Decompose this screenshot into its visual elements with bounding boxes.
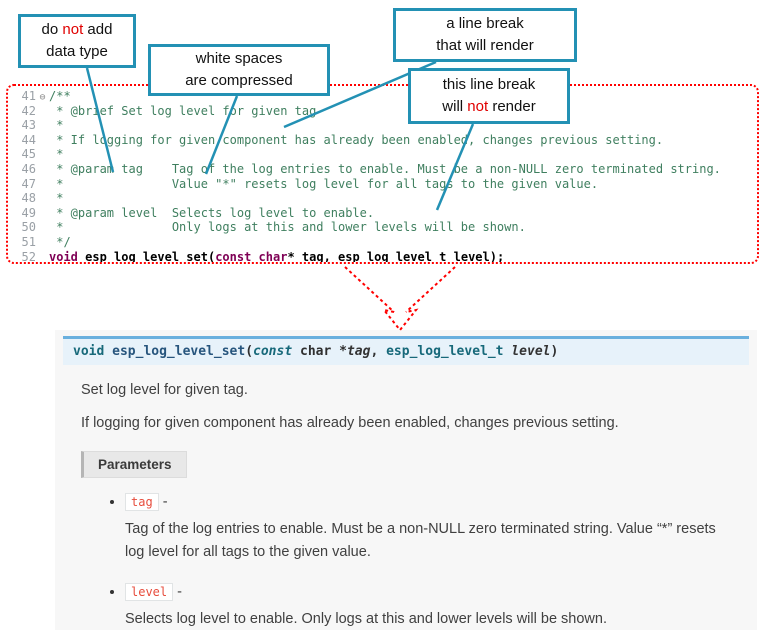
line-number: 47 [21,176,36,191]
brief-text: Set log level for given tag. [81,382,248,398]
code-text: * [49,118,64,133]
param-item: level - Selects log level to enable. Only… [125,583,757,631]
function-signature: void esp_log_level_set(const char *tag, … [63,336,749,365]
code-text: * @param tag Tag of the log entries to e… [49,161,721,176]
params-list: tag - Tag of the log entries to enable. M… [107,493,757,632]
code-text: */ [49,234,71,249]
code-text: * Only logs at this and lower levels wil… [49,220,526,235]
code-line: 41⊖/** [14,89,757,104]
code-line: 42 * @brief Set log level for given tag [14,104,757,119]
code-line: 48 * [14,191,757,206]
line-number: 43 [21,118,36,133]
down-arrow [344,266,456,332]
param-separator: - [173,584,182,601]
line-number: 52 [21,249,36,264]
line-number: 41 [21,89,36,103]
param-description: Tag of the log entries to enable. Must b… [125,521,716,561]
line-number: 46 [21,161,36,176]
code-text: * @param level Selects log level to enab… [49,205,375,220]
fold-marker-icon[interactable]: ⊖ [39,92,46,103]
code-lines: 41⊖/**42 * @brief Set log level for give… [14,89,757,264]
param-item: tag - Tag of the log entries to enable. M… [125,493,757,564]
param-name-chip: level [125,583,174,602]
code-text: void esp_log_level_set(const char* tag, … [49,249,505,264]
param-separator: - [158,494,168,510]
code-editor-snippet: 41⊖/**42 * @brief Set log level for give… [6,84,759,264]
code-line: 44 * If logging for given component has … [14,133,757,148]
code-text: * Value "*" resets log level for all tag… [49,176,599,191]
parameters-label: Parameters [81,451,187,478]
code-line: 52 void esp_log_level_set(const char* tag… [14,249,757,264]
line-number: 44 [21,132,36,147]
line-number: 48 [21,191,36,206]
code-line: 49 * @param level Selects log level to e… [14,206,757,221]
code-line: 47 * Value "*" resets log level for all … [14,177,757,192]
param-description: Selects log level to enable. Only logs a… [125,611,607,628]
code-text: * [49,147,64,162]
code-text: /** [49,89,71,103]
code-text: * [49,191,64,206]
line-number: 49 [21,205,36,220]
description-text: If logging for given component has alrea… [81,415,619,431]
param-name-chip: tag [125,493,159,511]
line-number: 50 [21,220,36,235]
code-line: 50 * Only logs at this and lower levels … [14,220,757,235]
line-number: 42 [21,103,36,118]
code-line: 43 * [14,118,757,133]
code-line: 51 */ [14,235,757,250]
code-text: * @brief Set log level for given tag [49,103,317,118]
code-line: 46 * @param tag Tag of the log entries t… [14,162,757,177]
code-text: * If logging for given component has alr… [49,132,664,147]
line-number: 45 [21,147,36,162]
code-line: 45 * [14,147,757,162]
line-number: 51 [21,234,36,249]
rendered-doc-panel: void esp_log_level_set(const char *tag, … [55,330,757,630]
